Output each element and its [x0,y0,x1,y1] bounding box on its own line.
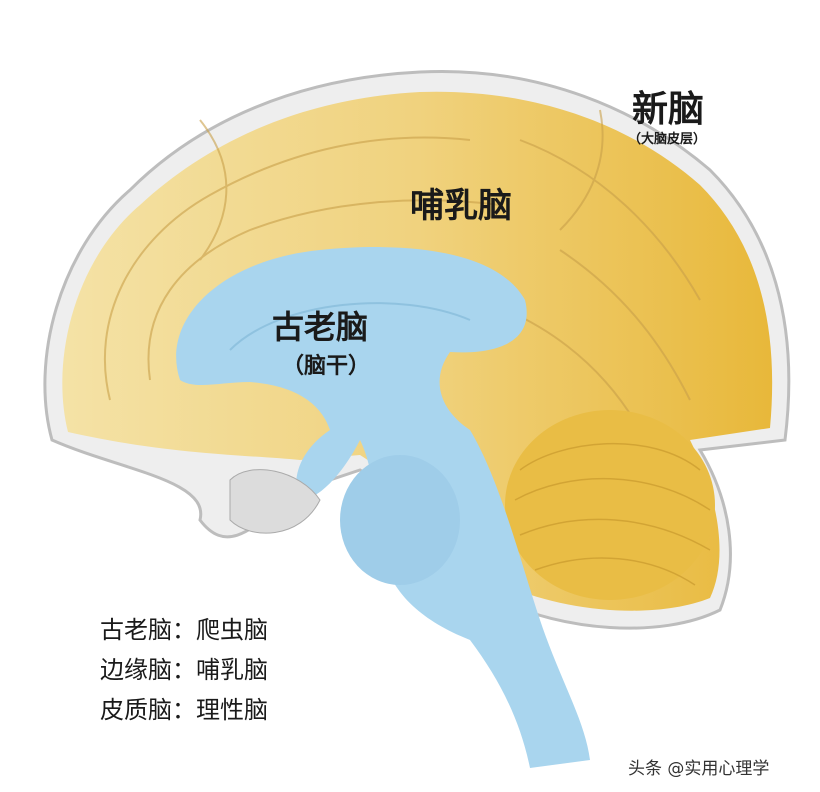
mammalian-brain-label: 哺乳脑 [410,186,512,226]
watermark: 头条 @实用心理学 [628,759,770,779]
gyri-lines [103,109,701,431]
cerebellum [505,410,715,600]
pons [340,455,460,585]
old-brain-sublabel: （脑干） [282,353,371,379]
legend-item: 边缘脑：哺乳脑 [100,656,268,684]
legend-item: 古老脑：爬虫脑 [100,616,268,644]
legend-item: 皮质脑：理性脑 [100,696,268,724]
neocortex-sublabel: （大脑皮层） [628,132,707,147]
old-brain-label: 古老脑 [272,308,369,346]
pituitary [229,469,321,534]
neocortex-label: 新脑 [632,88,705,130]
